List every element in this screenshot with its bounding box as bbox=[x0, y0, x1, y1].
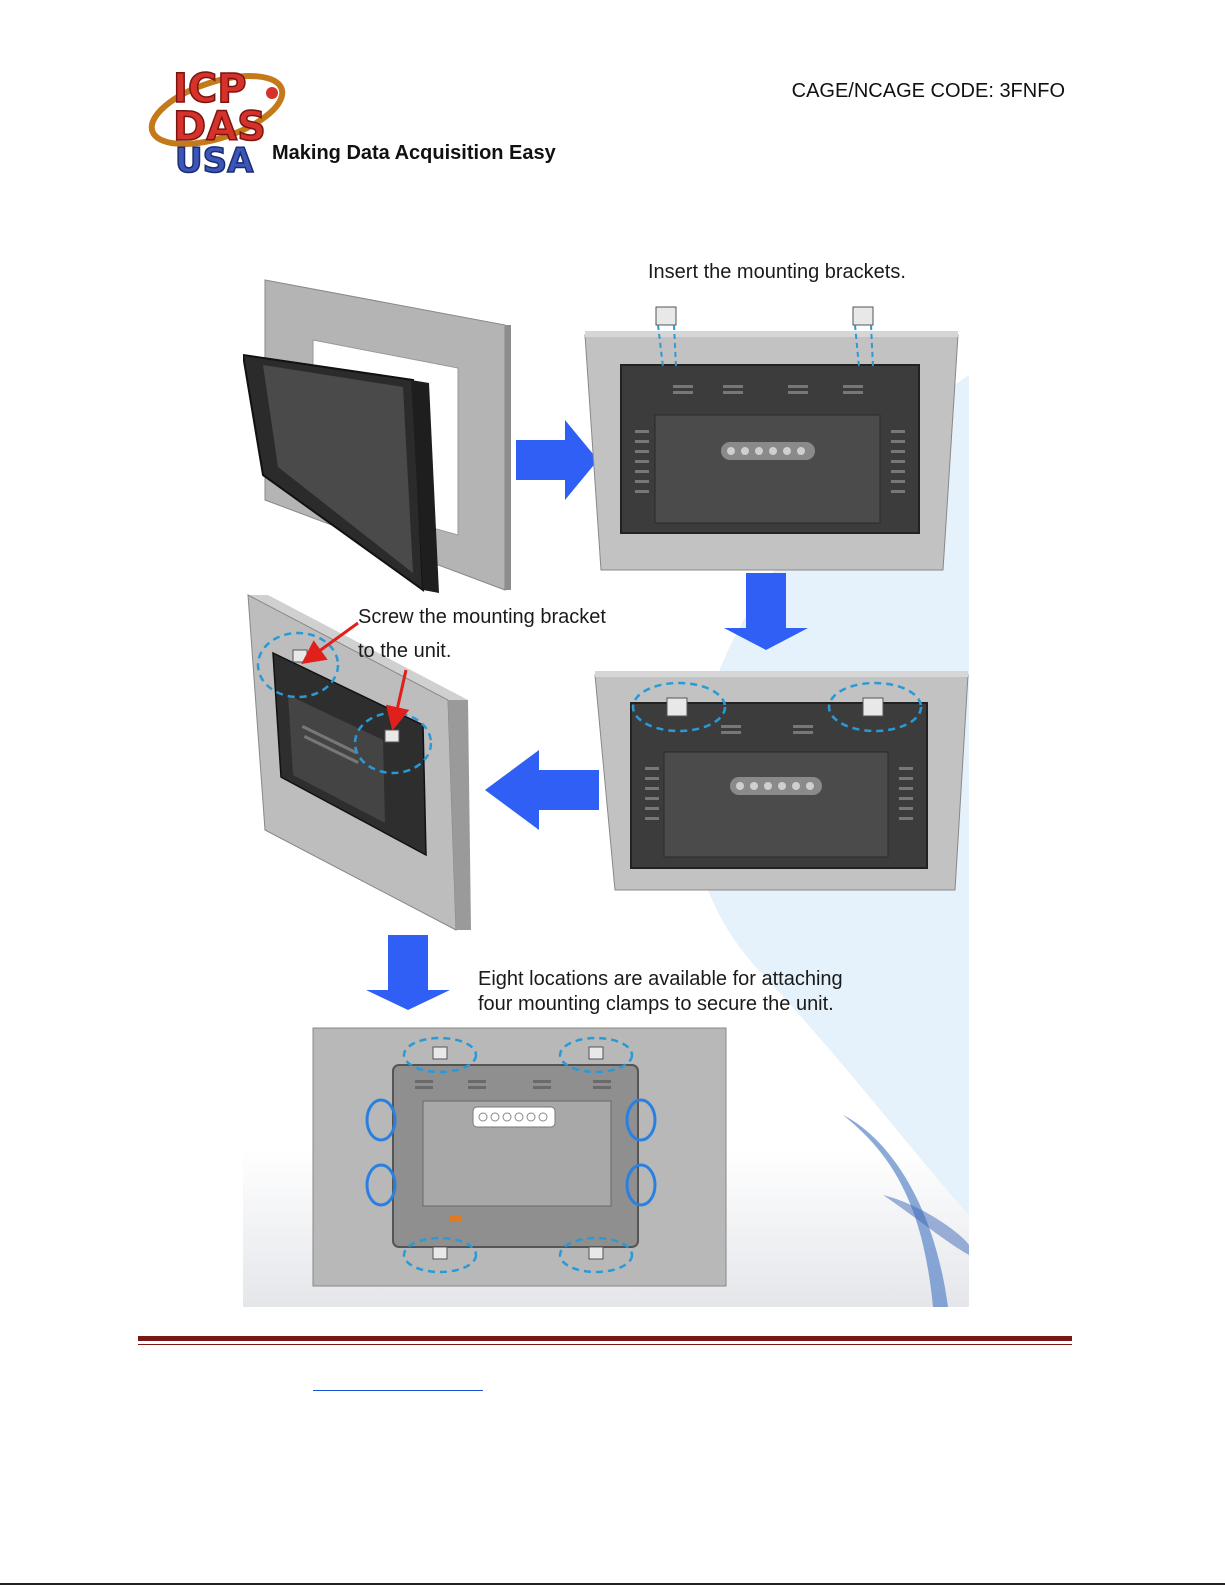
footer-rule-thick bbox=[138, 1336, 1072, 1341]
mounting-instructions-figure: Insert the mounting brackets. bbox=[243, 255, 969, 1307]
step1-caption: Insert the mounting brackets. bbox=[648, 260, 948, 285]
footer-rule-thin bbox=[138, 1344, 1072, 1345]
cage-code: CAGE/NCAGE CODE: 3FNFO bbox=[792, 80, 1065, 103]
panel-clamp-locations bbox=[313, 1028, 726, 1286]
step2-caption-line2: to the unit. bbox=[358, 639, 658, 664]
step3-caption-line2: four mounting clamps to secure the unit. bbox=[478, 992, 898, 1017]
svg-text:USA: USA bbox=[175, 141, 254, 180]
panel-back-view-step2 bbox=[595, 671, 968, 890]
company-tagline: Making Data Acquisition Easy bbox=[272, 142, 556, 165]
panel-back-view-step1 bbox=[585, 307, 958, 570]
footer-hyperlink-underline[interactable] bbox=[313, 1390, 483, 1391]
step3-caption-line1: Eight locations are available for attach… bbox=[478, 967, 898, 992]
step2-caption-line1: Screw the mounting bracket bbox=[358, 605, 658, 639]
